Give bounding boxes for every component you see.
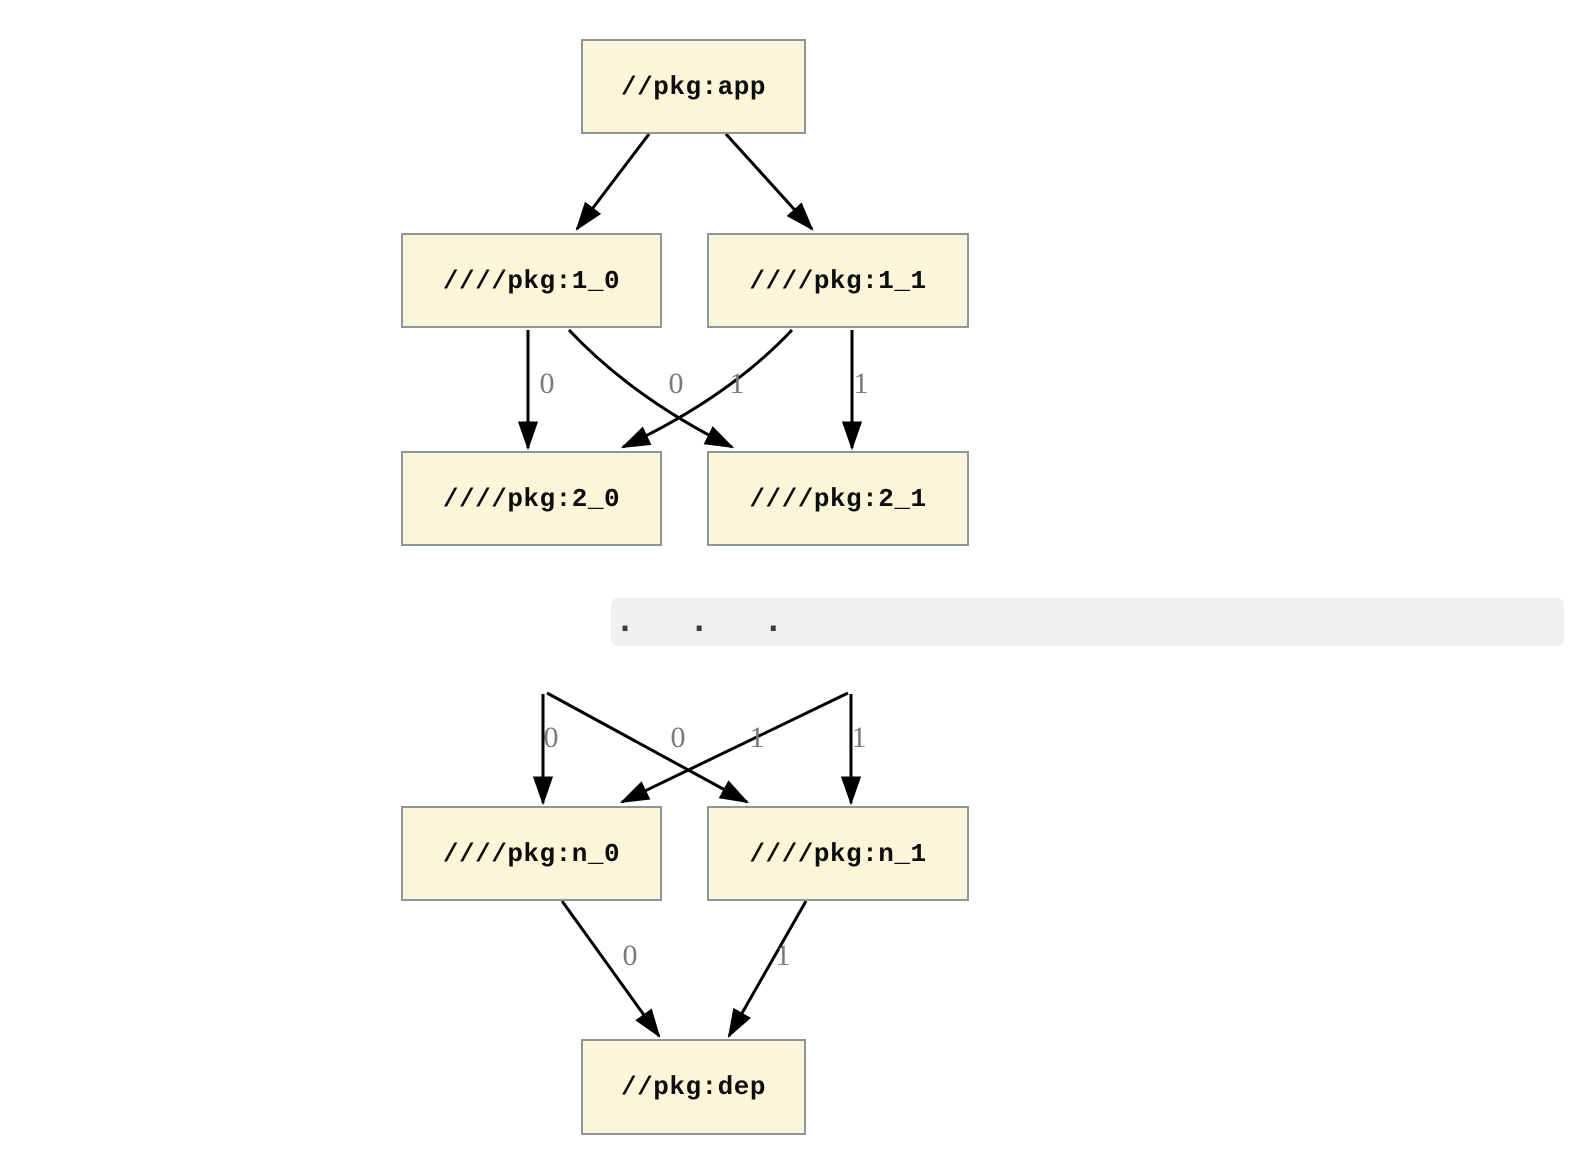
edge-label-ellipsis-left-to-n_1: 1 (749, 721, 765, 754)
edge-label-n_0-to-dep: 0 (622, 939, 638, 972)
graph-node-n_1: ////pkg:n_1 (707, 806, 969, 901)
edge-group (517, 132, 863, 1039)
graph-node-app: //pkg:app (581, 39, 806, 134)
ellipsis-text: . . . (616, 604, 802, 639)
edge-label-ellipsis-left-to-n_0: 0 (543, 721, 559, 754)
edge-app-to-1_1 (724, 132, 814, 231)
edge-label-1_1-to-2_0: 0 (668, 367, 684, 400)
edge-app-to-1_0 (575, 133, 651, 231)
edge-1_1-to-2_0 (620, 328, 794, 449)
graph-node-2_0: ////pkg:2_0 (401, 451, 662, 546)
edge-label-ellipsis-right-to-n_1: 1 (851, 721, 867, 754)
edge-1_0-to-2_1 (567, 328, 735, 449)
edge-label-1_1-to-2_1: 1 (853, 367, 869, 400)
graph-node-1_1: ////pkg:1_1 (707, 233, 969, 328)
graph-node-2_1: ////pkg:2_1 (707, 451, 969, 546)
graph-node-n_0: ////pkg:n_0 (401, 806, 662, 901)
edge-label-n_1-to-dep: 1 (775, 939, 791, 972)
edge-n_0-to-dep (560, 900, 661, 1038)
edge-n_1-to-dep (727, 900, 808, 1039)
edge-ellipsis-right-to-n_0 (619, 691, 849, 804)
edge-label-1_0-to-2_0: 0 (539, 367, 555, 400)
graph-node-dep: //pkg:dep (581, 1039, 806, 1135)
edge-label-ellipsis-right-to-n_0: 0 (670, 721, 686, 754)
edge-ellipsis-left-to-n_1 (546, 691, 750, 804)
ellipsis-separator: . . . (611, 598, 1564, 646)
graph-node-1_0: ////pkg:1_0 (401, 233, 662, 328)
edge-label-1_0-to-2_1: 1 (729, 367, 745, 400)
